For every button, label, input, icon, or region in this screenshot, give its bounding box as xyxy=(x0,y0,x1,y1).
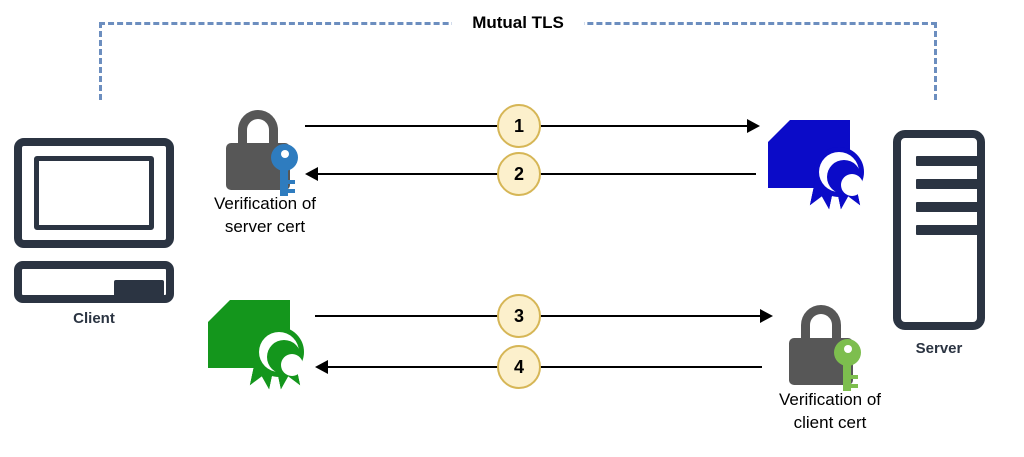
server-cert-caption: Verification of server cert xyxy=(185,192,345,238)
key-head xyxy=(271,144,298,171)
key-hole xyxy=(281,150,289,158)
key-shaft xyxy=(280,168,288,196)
certificate-corner-fold xyxy=(208,300,230,322)
computer-base xyxy=(14,261,174,303)
padlock-shackle xyxy=(801,305,841,343)
certificate-seal-mid xyxy=(267,340,303,376)
step-1-arrow-head xyxy=(747,119,760,133)
key-tooth xyxy=(851,375,858,379)
certificate-seal-ring xyxy=(819,152,863,196)
server-slot-bar xyxy=(916,179,978,189)
certificate-seal-ring xyxy=(259,332,303,376)
certificate-seal-mid xyxy=(827,160,863,196)
client-cert-caption: Verification of client cert xyxy=(745,388,915,434)
key-hole xyxy=(844,345,852,353)
caption-line-1: Verification of xyxy=(778,390,882,409)
client-certificate-icon xyxy=(208,300,314,398)
diagram-title: Mutual TLS xyxy=(452,12,584,34)
client-label: Client xyxy=(73,310,115,327)
monitor-screen xyxy=(34,156,154,230)
step-badge-3: 3 xyxy=(497,294,541,338)
certificate-seal xyxy=(814,147,864,197)
client-computer-icon xyxy=(14,138,186,303)
server-chassis xyxy=(893,130,985,330)
padlock-shackle xyxy=(238,110,278,148)
key-shaft xyxy=(843,363,851,391)
base-slot xyxy=(114,280,164,297)
step-badge-4: 4 xyxy=(497,345,541,389)
step-4-arrow-line xyxy=(328,366,762,368)
server-slot-bar xyxy=(916,202,978,212)
caption-line-1: Verification of xyxy=(213,194,317,213)
key-tooth xyxy=(288,180,295,184)
server-slot-bar xyxy=(916,225,978,235)
caption-line-2: server cert xyxy=(224,217,306,236)
certificate-corner-fold xyxy=(768,120,790,142)
key-head xyxy=(834,339,861,366)
padlock-with-blue-key-icon xyxy=(222,110,314,196)
key-tooth xyxy=(288,189,295,193)
monitor-bezel xyxy=(14,138,174,248)
padlock-with-green-key-icon xyxy=(785,305,877,391)
key-icon xyxy=(269,144,303,196)
certificate-seal-center xyxy=(281,354,303,376)
server-certificate-icon xyxy=(768,120,874,218)
step-3-arrow-head xyxy=(760,309,773,323)
step-badge-1: 1 xyxy=(497,104,541,148)
server-tower-icon xyxy=(893,130,985,330)
caption-line-2: client cert xyxy=(793,413,867,432)
key-tooth xyxy=(851,384,858,388)
server-slot-bar xyxy=(916,156,978,166)
certificate-seal-center xyxy=(841,174,863,196)
step-badge-2: 2 xyxy=(497,152,541,196)
step-4-arrow-head xyxy=(315,360,328,374)
certificate-seal xyxy=(254,327,304,377)
server-label: Server xyxy=(915,340,963,357)
key-icon xyxy=(832,339,866,391)
step-2-arrow-head xyxy=(305,167,318,181)
